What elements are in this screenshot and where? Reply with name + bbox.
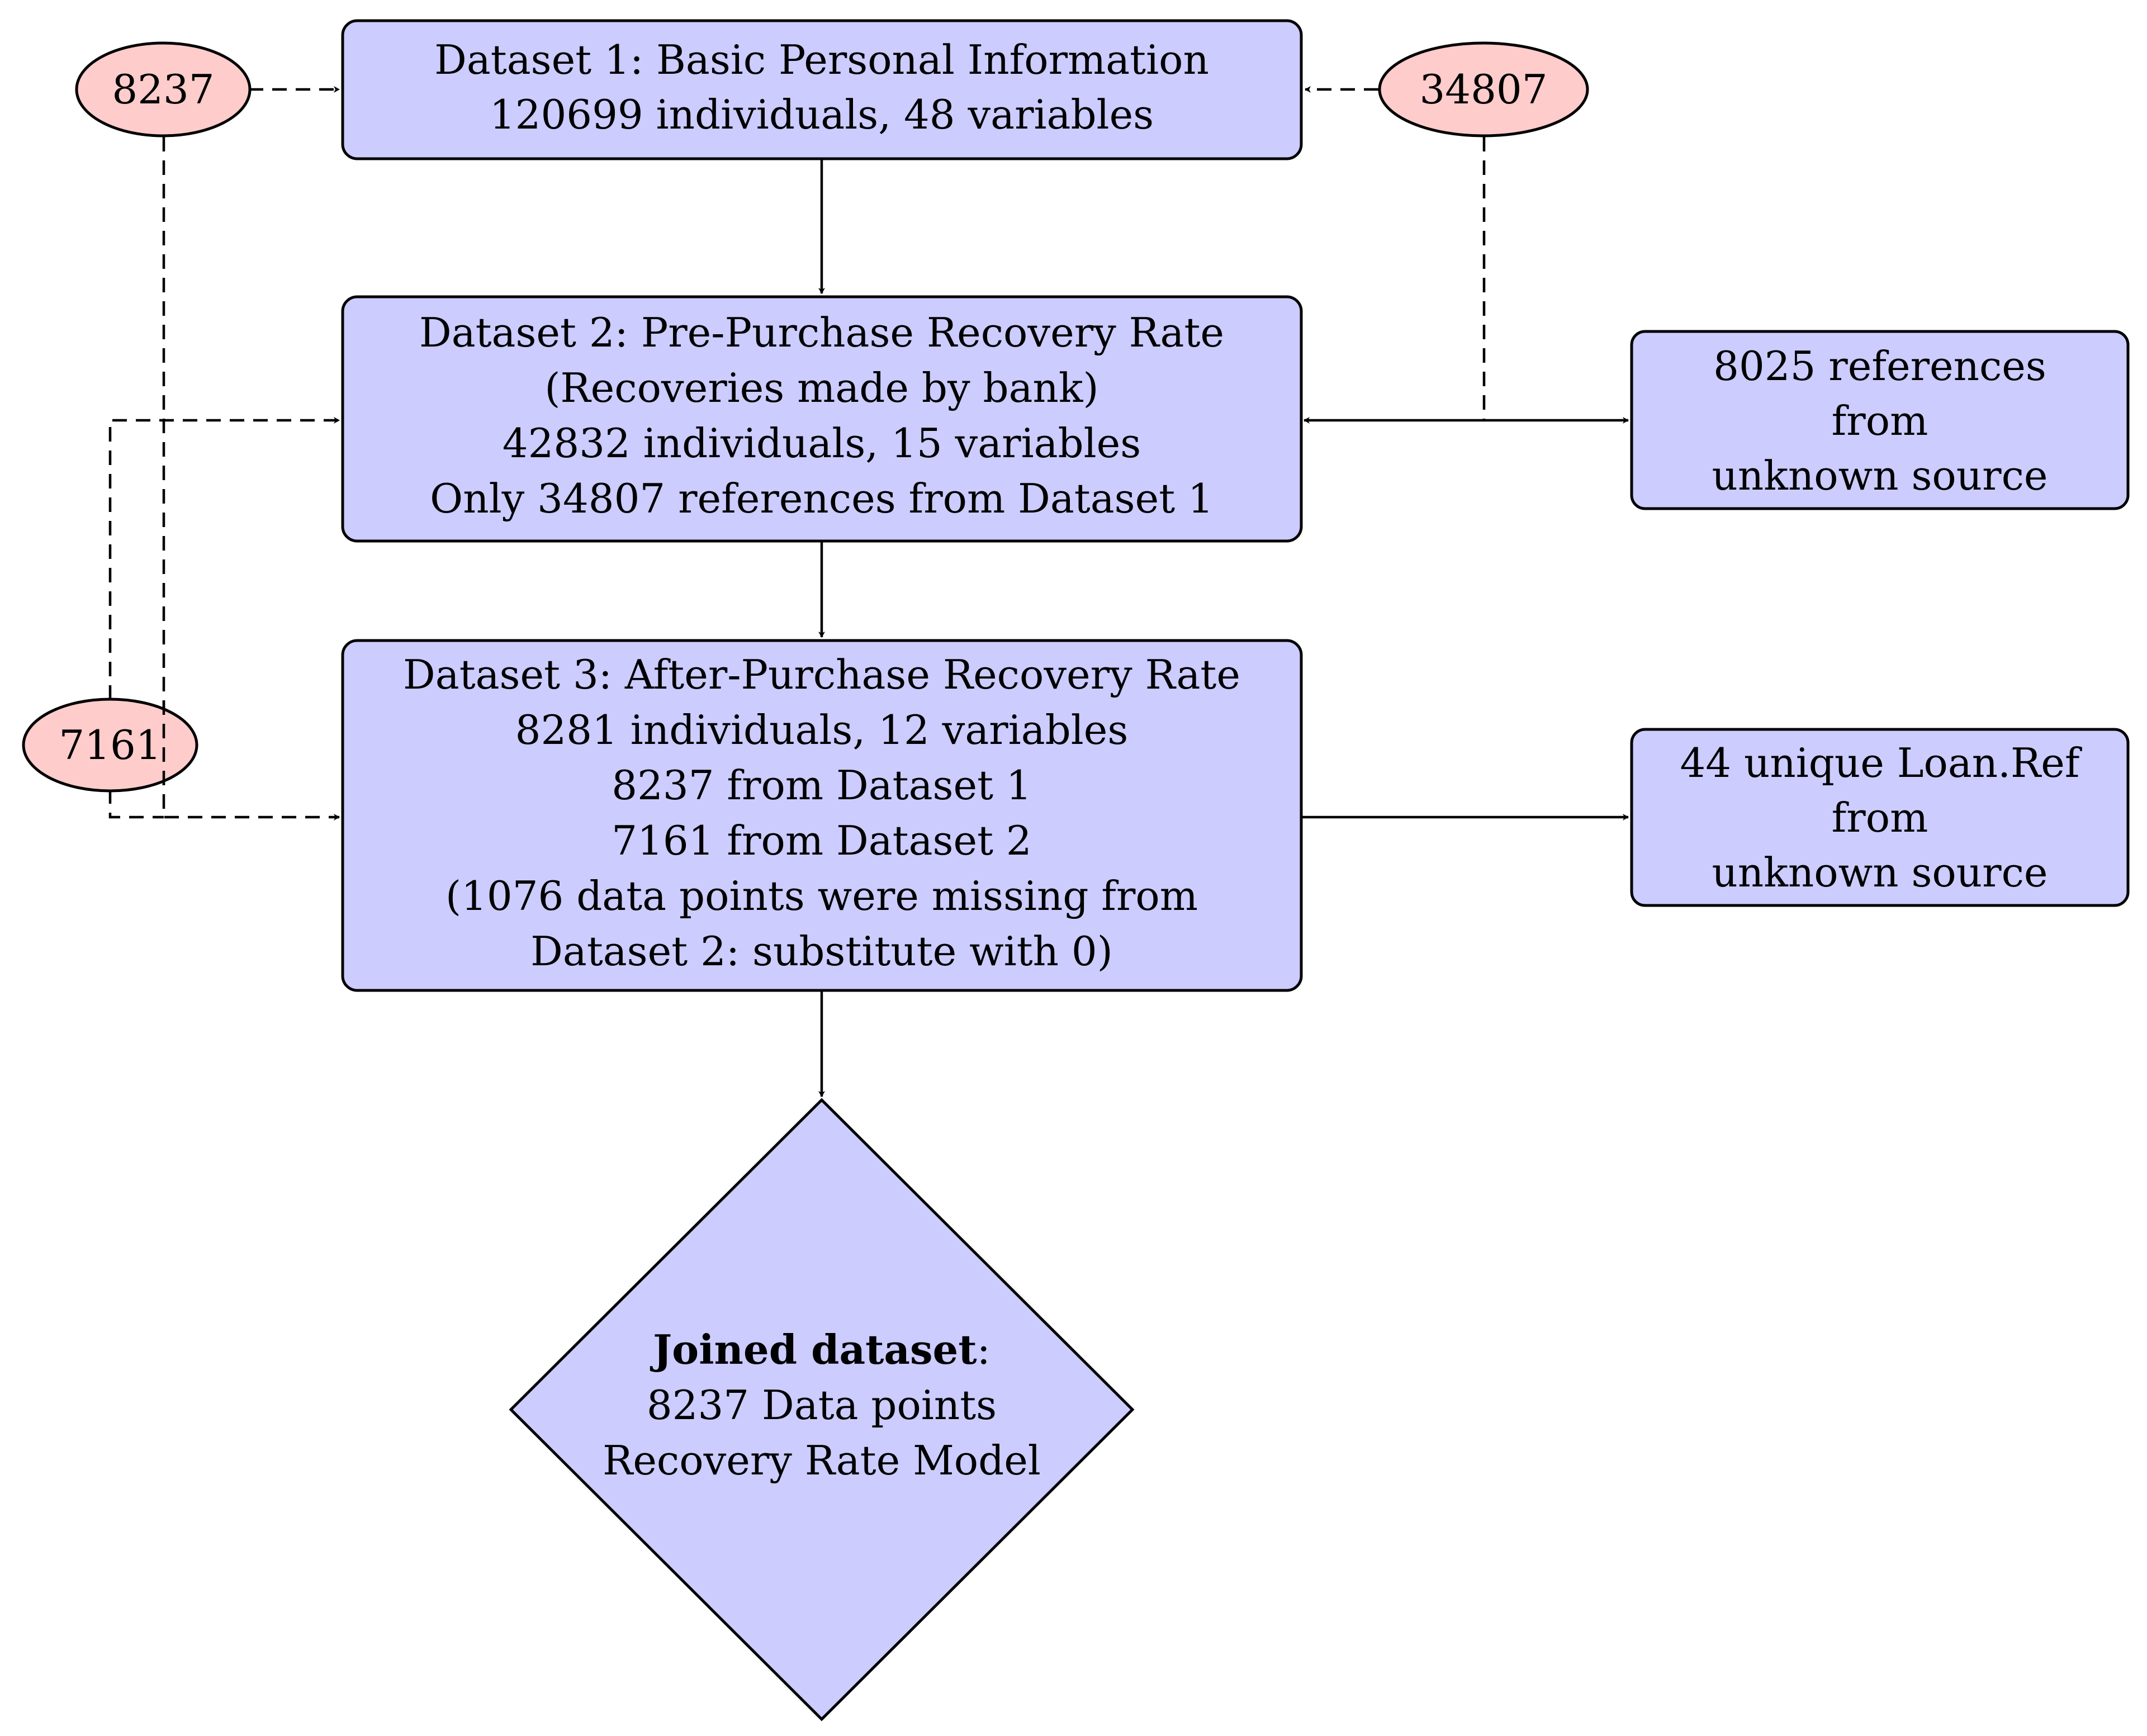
edges <box>108 86 1629 1097</box>
unknown-source-2-node: 44 unique Loan.Ref from unknown source <box>1630 728 2130 907</box>
unknown-source-1-label: unknown source <box>1712 452 2048 499</box>
dataset3-substitute-note: Dataset 2: substitute with 0) <box>530 928 1113 975</box>
dataset1-size: 120699 individuals, 48 variables <box>490 91 1154 138</box>
dataset2-node: Dataset 2: Pre-Purchase Recovery Rate (R… <box>341 295 1303 543</box>
count-34807-ellipse <box>1378 41 1589 137</box>
dataset3-from-dataset1: 8237 from Dataset 1 <box>612 762 1031 809</box>
dataset3-missing-note: (1076 data points were missing from <box>445 872 1198 919</box>
unknown-source-1-from: from <box>1832 397 1928 444</box>
joined-dataset-node: Joined dataset: 8237 Data points Recover… <box>509 1098 1135 1721</box>
unknown-source-2-count: 44 unique Loan.Ref <box>1680 739 2082 786</box>
dataset3-box <box>341 639 1303 992</box>
joined-dataset-diamond <box>509 1098 1135 1721</box>
dataset3-node: Dataset 3: After-Purchase Recovery Rate … <box>341 639 1303 992</box>
unknown-source-2-from: from <box>1832 794 1928 841</box>
joined-dataset-points: 8237 Data points <box>647 1382 997 1429</box>
edge-7161-to-dataset3 <box>108 789 164 819</box>
count-7161-ellipse <box>22 698 198 793</box>
count-8237-label: 8237 <box>112 66 214 113</box>
dataset2-references: Only 34807 references from Dataset 1 <box>430 475 1214 522</box>
dataset1-node: Dataset 1: Basic Personal Information 12… <box>341 19 1303 160</box>
count-34807-node: 34807 <box>1378 41 1589 137</box>
unknown-source-2-label: unknown source <box>1712 849 2048 896</box>
joined-dataset-model: Recovery Rate Model <box>603 1437 1041 1484</box>
joined-dataset-title: Joined dataset <box>650 1326 977 1373</box>
count-34807-label: 34807 <box>1419 66 1547 113</box>
dataset3-size: 8281 individuals, 12 variables <box>515 706 1129 753</box>
unknown-source-2-box <box>1630 728 2130 907</box>
dataset2-title: Dataset 2: Pre-Purchase Recovery Rate <box>419 309 1224 356</box>
joined-dataset-title-line: Joined dataset: <box>650 1326 990 1373</box>
dataset3-title: Dataset 3: After-Purchase Recovery Rate <box>403 651 1240 698</box>
joined-dataset-title-colon: : <box>977 1326 990 1373</box>
count-7161-node: 7161 <box>22 698 198 793</box>
count-8237-node: 8237 <box>75 41 252 137</box>
count-8237-ellipse <box>75 41 252 137</box>
dataset3-from-dataset2: 7161 from Dataset 2 <box>612 817 1031 864</box>
unknown-source-1-count: 8025 references <box>1713 343 2046 390</box>
count-7161-label: 7161 <box>59 722 161 769</box>
dataset2-subtitle: (Recoveries made by bank) <box>544 364 1098 411</box>
dataset1-title: Dataset 1: Basic Personal Information <box>434 36 1209 83</box>
unknown-source-1-box <box>1630 330 2130 510</box>
unknown-source-1-node: 8025 references from unknown source <box>1630 330 2130 510</box>
dataset1-box <box>341 19 1303 160</box>
dataset2-box <box>341 295 1303 543</box>
edge-8237-to-dataset3 <box>162 137 340 820</box>
dataset2-size: 42832 individuals, 15 variables <box>503 420 1141 467</box>
edge-7161-to-dataset2 <box>108 417 340 700</box>
